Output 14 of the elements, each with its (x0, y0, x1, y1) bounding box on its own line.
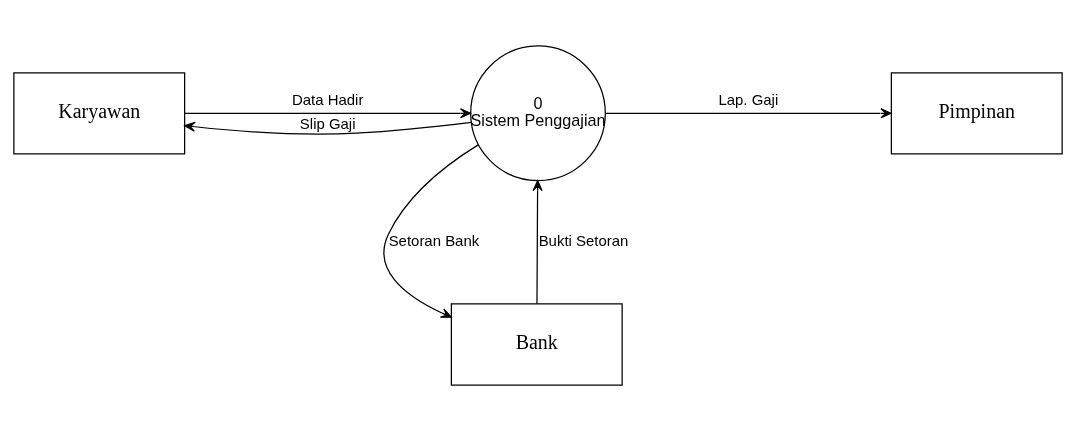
node-box: Karyawan (13, 71, 186, 154)
edge-label: Setoran Bank (388, 231, 480, 249)
node-box: Bank (450, 302, 623, 386)
node-circle: 0 Sistem Penggajian (470, 44, 606, 181)
arrow (184, 107, 472, 118)
edge-label: Slip Gaji (299, 114, 356, 132)
arrow (532, 179, 543, 304)
node-box: Pimpinan (890, 71, 1063, 154)
edge-label: Lap. Gaji (718, 90, 779, 108)
arrow (604, 107, 892, 118)
arrow (184, 121, 472, 135)
arrow (383, 143, 479, 318)
edge-label: Data Hadir (291, 90, 364, 108)
edge-label: Bukti Setoran (538, 231, 629, 249)
